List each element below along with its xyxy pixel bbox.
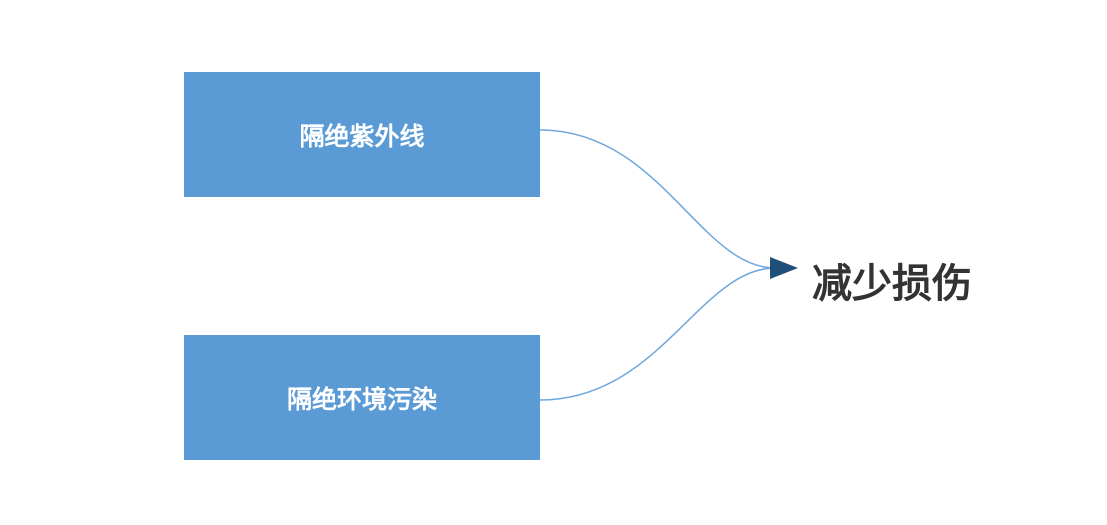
source-label-pollution: 隔绝环境污染 <box>286 384 437 414</box>
connector-top <box>539 129 776 269</box>
source-box-uv: 隔绝紫外线 <box>184 72 540 197</box>
result-label: 减少损伤 <box>812 261 972 307</box>
source-label-uv: 隔绝紫外线 <box>299 121 425 151</box>
arrowhead-icon <box>770 257 798 279</box>
source-box-pollution: 隔绝环境污染 <box>184 335 540 460</box>
connector-bottom <box>539 267 776 401</box>
